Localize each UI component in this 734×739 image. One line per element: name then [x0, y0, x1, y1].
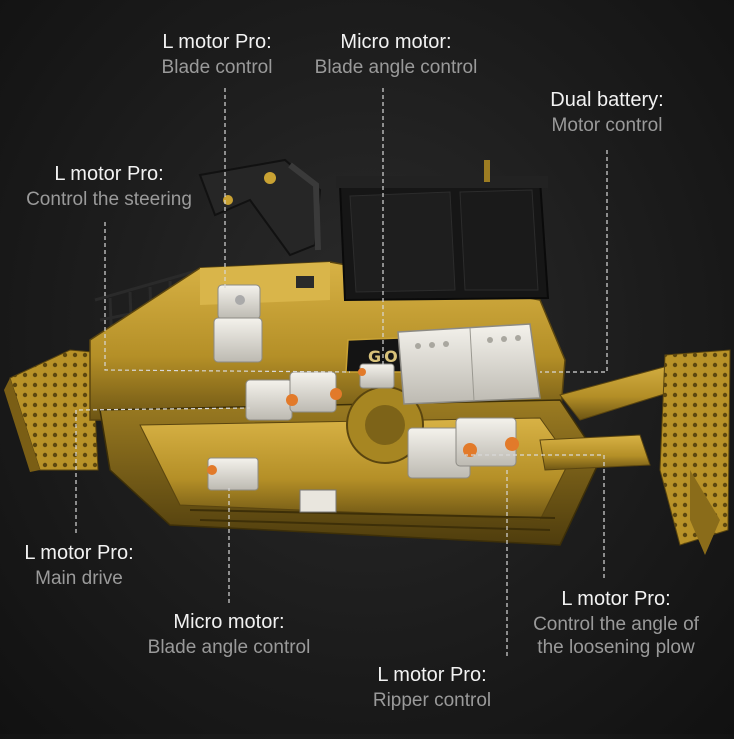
callout-title: L motor Pro:: [561, 588, 671, 610]
cab: [336, 160, 550, 302]
motor-blade-control: [213, 284, 263, 363]
callout-blade-angle-top: Micro motor: Blade angle control: [315, 30, 478, 80]
leader-motor-control: [540, 150, 608, 373]
track-assembly: [99, 386, 601, 546]
callout-title: Micro motor:: [340, 31, 452, 53]
callout-subtitle: Blade angle control: [314, 57, 478, 78]
leader-steering: [104, 222, 351, 373]
callout-steering: L motor Pro: Control the steering: [26, 162, 192, 212]
callout-title: L motor Pro:: [162, 31, 272, 53]
callout-subtitle: Control the steering: [26, 189, 192, 210]
leader-loosening-plow: [465, 454, 605, 578]
callout-subtitle: Motor control: [551, 115, 663, 136]
callout-loosening-plow: L motor Pro: Control the angle of the lo…: [533, 587, 699, 660]
callout-blade-control: L motor Pro: Blade control: [162, 30, 273, 80]
callout-subtitle: Blade control: [161, 57, 273, 78]
callout-subtitle: Control the angle of: [533, 614, 699, 635]
callout-subtitle-line2: the loosening plow: [537, 636, 695, 658]
callout-blade-angle-bottom: Micro motor: Blade angle control: [148, 610, 311, 660]
front-blade: [4, 349, 99, 472]
callout-main-drive: L motor Pro: Main drive: [24, 541, 133, 591]
micro-motor-top: [358, 363, 395, 389]
leader-lines: [75, 88, 608, 656]
lift-arm: [198, 158, 322, 257]
callout-title: L motor Pro:: [377, 664, 487, 686]
dual-battery: [397, 323, 541, 405]
callout-title: L motor Pro:: [24, 542, 134, 564]
motor-ripper: [407, 417, 519, 479]
callout-title: Dual battery:: [550, 89, 664, 111]
callout-title: L motor Pro:: [54, 163, 164, 185]
motor-steering: [245, 371, 342, 421]
callout-ripper-control: L motor Pro: Ripper control: [373, 663, 491, 713]
callout-subtitle: Blade angle control: [147, 637, 311, 658]
leader-main-drive: [75, 407, 251, 533]
micro-motor-bottom: [207, 457, 259, 491]
callout-motor-control: Dual battery: Motor control: [550, 88, 663, 138]
rear-ripper: [539, 349, 731, 555]
callout-subtitle: Ripper control: [372, 690, 492, 711]
callout-subtitle: Main drive: [35, 568, 123, 589]
callout-title: Micro motor:: [173, 611, 285, 633]
